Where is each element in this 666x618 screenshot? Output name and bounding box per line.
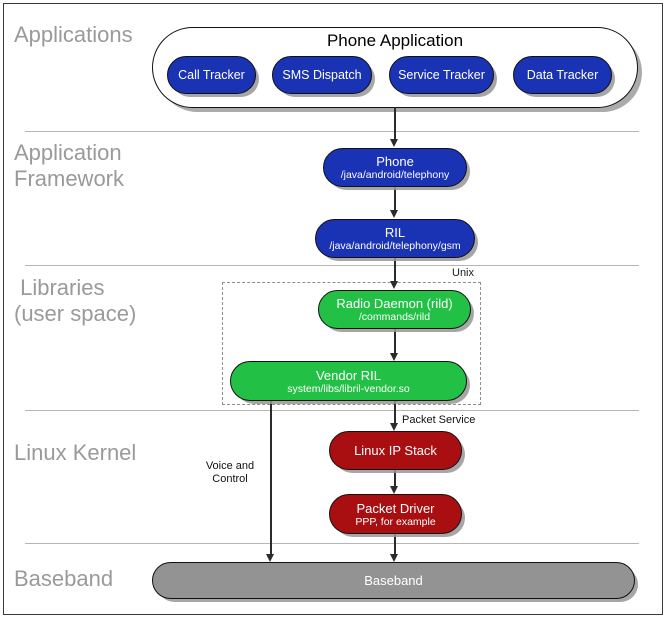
connector-packet-driver-to-baseband xyxy=(394,534,396,556)
band-label-libraries: Libraries (user space) xyxy=(14,275,137,326)
app-node-data-tracker[interactable]: Data Tracker xyxy=(513,56,612,94)
arrowhead-baseband-voice xyxy=(266,554,274,562)
node-linux-ip-stack[interactable]: Linux IP Stack xyxy=(329,431,462,470)
connector-ril-to-radio-daemon xyxy=(394,258,396,283)
connector-linux-ip-stack-to-packet-driver xyxy=(394,470,396,488)
node-radio-daemon-title: Radio Daemon (rild) xyxy=(336,296,453,311)
unix-region-label: Unix xyxy=(452,267,475,279)
band-label-baseband: Baseband xyxy=(14,566,114,591)
node-baseband[interactable]: Baseband xyxy=(152,562,635,599)
divider-libraries-kernel xyxy=(25,410,639,411)
divider-applications-framework xyxy=(25,131,639,132)
connector-vendor-ril-to-linux-ip-stack xyxy=(394,401,396,426)
app-node-data-tracker-label: Data Tracker xyxy=(526,67,599,82)
node-vendor-ril[interactable]: Vendor RIL system/libs/libril-vendor.so xyxy=(230,361,467,401)
app-node-service-tracker-label: Service Tracker xyxy=(398,67,485,82)
diagram-frame xyxy=(3,3,663,615)
app-node-sms-dispatch-label: SMS Dispatch xyxy=(282,67,362,82)
arrowhead-linux-ip-stack xyxy=(390,423,398,431)
app-node-sms-dispatch[interactable]: SMS Dispatch xyxy=(272,56,372,94)
edge-label-voice-and-control: Voice and Control xyxy=(205,460,255,485)
connector-radio-daemon-to-vendor-ril xyxy=(394,329,396,354)
node-radio-daemon-subtitle: /commands/rild xyxy=(358,311,431,323)
connector-phoneapp-to-phone xyxy=(394,107,396,141)
app-node-service-tracker[interactable]: Service Tracker xyxy=(389,56,494,94)
node-radio-daemon[interactable]: Radio Daemon (rild) /commands/rild xyxy=(318,290,471,329)
band-label-application-framework: Application Framework xyxy=(14,140,125,191)
arrowhead-ril xyxy=(390,210,398,218)
arrowhead-vendor-ril xyxy=(390,353,398,361)
node-phone[interactable]: Phone /java/android/telephony xyxy=(323,148,467,187)
phone-application-title: Phone Application xyxy=(326,31,464,50)
arrowhead-baseband-packet xyxy=(390,554,398,562)
divider-framework-libraries xyxy=(25,265,639,266)
node-ril-subtitle: /java/android/telephony/gsm xyxy=(329,240,461,252)
node-packet-driver[interactable]: Packet Driver PPP, for example xyxy=(329,494,462,534)
node-packet-driver-title: Packet Driver xyxy=(356,500,435,516)
node-linux-ip-stack-title: Linux IP Stack xyxy=(354,443,437,458)
node-vendor-ril-subtitle: system/libs/libril-vendor.so xyxy=(287,382,410,395)
node-baseband-title: Baseband xyxy=(364,573,423,588)
app-node-call-tracker[interactable]: Call Tracker xyxy=(167,56,256,94)
node-packet-driver-subtitle: PPP, for example xyxy=(355,515,436,528)
node-vendor-ril-title: Vendor RIL xyxy=(315,367,382,383)
connector-phone-to-ril xyxy=(394,187,396,212)
unix-region xyxy=(222,282,481,405)
app-node-call-tracker-label: Call Tracker xyxy=(178,67,245,82)
node-ril-title: RIL xyxy=(384,225,406,240)
edge-label-packet-service: Packet Service xyxy=(402,414,476,426)
band-label-linux-kernel: Linux Kernel xyxy=(14,440,137,465)
node-ril[interactable]: RIL /java/android/telephony/gsm xyxy=(315,219,475,258)
arrowhead-phone xyxy=(390,139,398,147)
divider-kernel-baseband xyxy=(25,543,639,544)
arrowhead-packet-driver xyxy=(390,486,398,494)
node-phone-title: Phone xyxy=(376,154,414,169)
arrowhead-radio-daemon xyxy=(390,281,398,289)
connector-vendor-ril-to-baseband xyxy=(270,401,272,556)
node-phone-subtitle: /java/android/telephony xyxy=(340,169,450,181)
band-label-applications: Applications xyxy=(14,22,133,47)
